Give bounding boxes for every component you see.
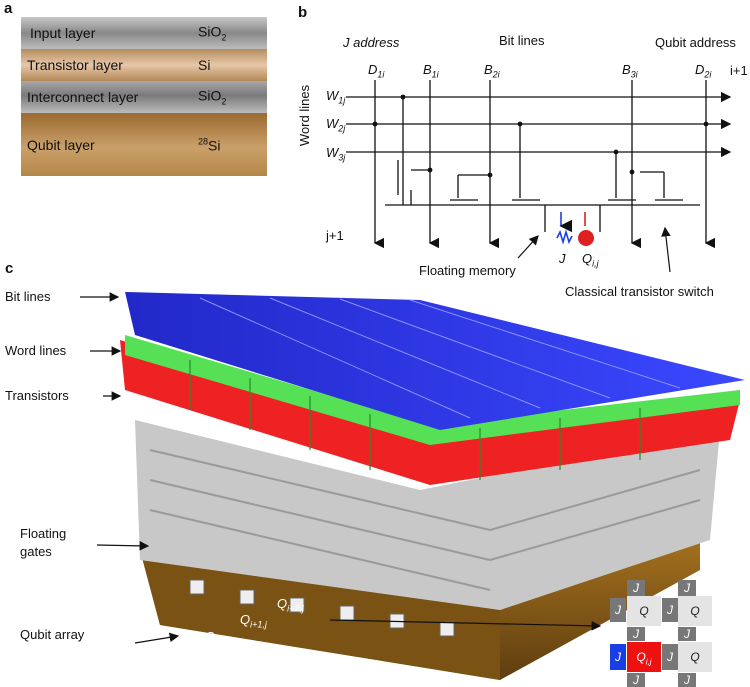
qubit-qij-label: Qi,j [582,251,599,269]
inset-j-highlight: J [610,644,626,670]
layer-qubit-name: Qubit layer [27,136,95,153]
floating-memory-label: Floating memory [419,263,516,278]
chip-3d-illustration [80,292,745,680]
column-label-b3i: B3i [622,62,638,80]
layer-qubit: Qubit layer 28Si [21,113,267,176]
label-word-lines: Word lines [5,343,67,358]
column-label-b2i: B2i [484,62,500,80]
inset-j: J [678,673,696,687]
label-transistors: Transistors [5,388,69,403]
panel-a-letter: a [4,0,13,17]
qubit-icon [578,230,594,246]
column-label-d2i: D2i [695,62,712,80]
layer-interconnect-name: Interconnect layer [27,89,139,105]
inset-q: Q [678,642,712,672]
label-qubit-array: Qubit array [20,627,85,642]
layer-interconnect: Interconnect layer SiO2 [21,81,267,113]
transistor-switch-label: Classical transistor switch [565,284,714,299]
j-address-label: J address [343,35,400,50]
layer-interconnect-material: SiO2 [198,87,227,107]
label-bit-lines: Bit lines [5,289,51,304]
inset-q-highlight: Qi,j [627,642,661,672]
row-label-w1j: W1j [326,88,346,106]
inset-j: J [610,598,626,622]
qubit-label-i1j: Qi+1,j [240,612,267,630]
word-lines-layer [125,335,740,445]
panel-b-letter: b [298,4,308,21]
bit-lines-layer [125,292,745,430]
layer-input-name: Input layer [30,25,96,41]
inset-q: Q [627,596,661,626]
panel-c-letter: c [5,260,14,277]
circuit-schematic [346,80,732,273]
layer-transistor-material: Si [198,57,211,73]
j-plus-1-label: j+1 [326,228,344,243]
qubit-address-label: Qubit address [655,35,736,50]
layer-input: Input layer SiO2 [21,17,267,49]
inset-j: J [627,673,645,687]
inset-j: J [678,627,696,641]
inset-q: Q [678,596,712,626]
qubit-lattice-inset: J J J Q J Q J J J Qi,j J Q J J [610,580,718,687]
layer-input-material: SiO2 [198,23,227,43]
column-label-d1i: D1i [368,62,385,80]
transistors-layer [120,340,740,485]
label-floating-gates: Floating gates [20,526,67,559]
layer-qubit-material: 28Si [198,136,221,153]
column-label-b1i: B1i [423,62,439,80]
qubit-label-i2j: Qi+2,j [277,596,304,614]
inset-j: J [627,580,645,596]
inset-j: J [662,644,678,670]
layer-transistor-name: Transistor layer [27,57,123,73]
coupler-j-label: J [559,251,566,266]
inset-j: J [662,598,678,622]
row-label-w3j: W3j [326,145,346,163]
i-plus-1-label: i+1 [730,63,748,78]
row-label-w2j: W2j [326,116,346,134]
inset-j: J [678,580,696,596]
qubit-label-ij: Qi,j [205,629,222,647]
layer-transistor: Transistor layer Si [21,49,267,81]
inset-j: J [627,627,645,641]
bit-lines-label: Bit lines [499,33,545,48]
coupler-j-icon [556,229,573,245]
